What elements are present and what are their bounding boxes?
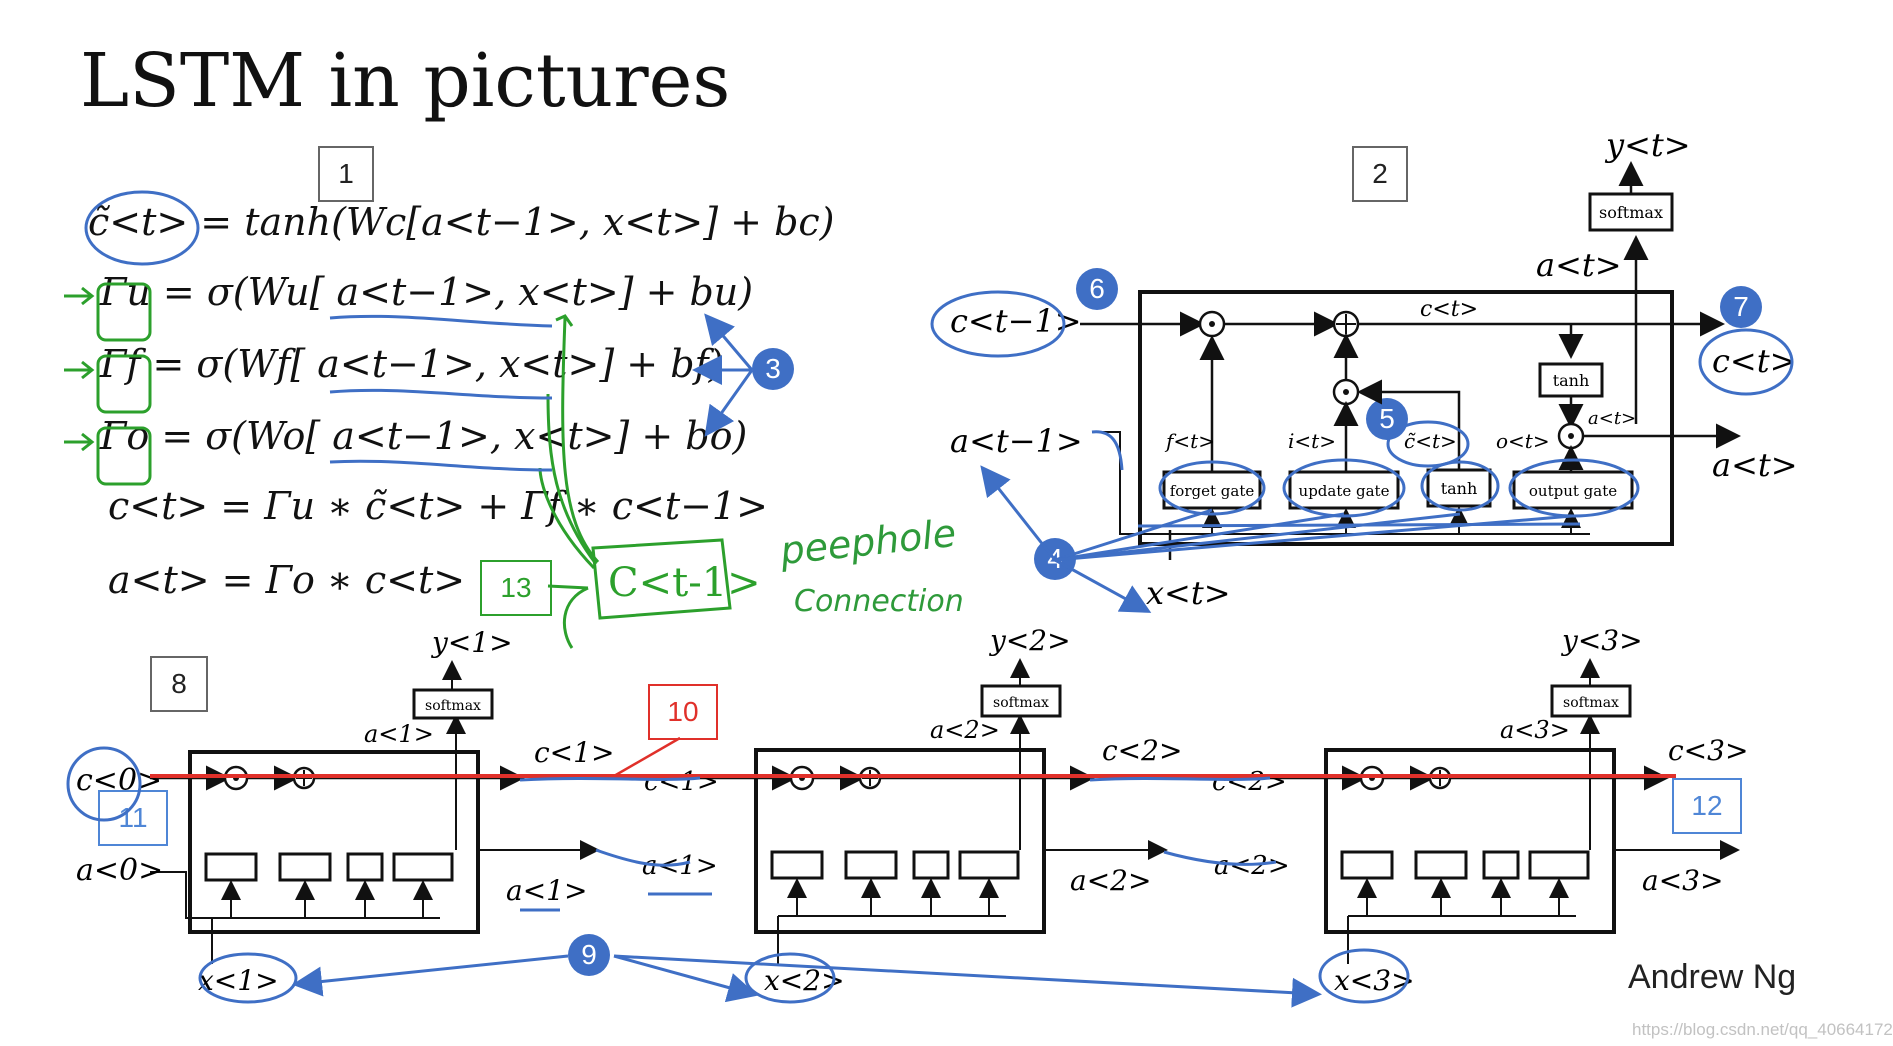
label-x-t: x<t>: [1146, 574, 1231, 612]
equation-gamma-o: Γo = σ(Wo[ a<t−1>, x<t>] + bo): [100, 414, 748, 458]
badge-3: 3: [752, 348, 794, 390]
chain-a-out-2: a<2>: [1070, 864, 1151, 897]
chain-a-out-3: a<3>: [1642, 864, 1723, 897]
gate-tanh-label: tanh: [1441, 479, 1478, 498]
gate-update-label: update gate: [1299, 482, 1390, 500]
tanh-small-label: tanh: [1553, 371, 1590, 390]
label-a-t-out: a<t>: [1712, 446, 1798, 484]
slide-title: LSTM in pictures: [80, 38, 731, 124]
watermark: https://blog.csdn.net/qq_40664172: [1632, 1020, 1893, 1039]
label-c-t-out: c<t>: [1712, 342, 1796, 380]
cell-blue-annotations: [930, 290, 1794, 613]
chain-c-out-1: c<1>: [534, 736, 614, 769]
author-credit: Andrew Ng: [1628, 958, 1797, 996]
badge-6: 6: [1076, 268, 1118, 310]
box-11: 11: [98, 790, 168, 846]
gate-output-label: output gate: [1529, 482, 1617, 500]
blue-annotations: [84, 190, 754, 472]
equation-gamma-f: Γf = σ(Wf[ a<t−1>, x<t>] + bf): [100, 342, 724, 386]
label-y-t: y<t>: [1604, 126, 1691, 164]
equation-a-output: a<t> = Γo ∗ c<t>: [108, 558, 466, 602]
chain-y-1: y<1>: [430, 626, 513, 659]
equation-ctilde: c̃<t> = tanh(Wc[a<t−1>, x<t>] + bc): [88, 200, 835, 244]
badge-5: 5: [1366, 398, 1408, 440]
chain-y-3: y<3>: [1560, 624, 1643, 657]
box-8: 8: [150, 656, 208, 712]
box-13: 13: [480, 560, 552, 616]
chain-a-in-3: a<2>: [1214, 851, 1290, 881]
connection-note: Connection: [794, 584, 964, 619]
label-ctilde-t: c̃<t>: [1404, 429, 1457, 453]
chain-y-2: y<2>: [988, 624, 1071, 657]
box-1: 1: [318, 146, 374, 202]
equation-gamma-u: Γu = σ(Wu[ a<t−1>, x<t>] + bu): [100, 270, 754, 314]
chain-c-out-3: c<3>: [1668, 734, 1748, 767]
softmax-label: softmax: [1599, 203, 1663, 222]
gate-forget-label: forget gate: [1170, 482, 1255, 500]
label-i-t: i<t>: [1288, 429, 1336, 453]
chain-softmax-2: softmax: [993, 695, 1049, 711]
label-c-t-inside: c<t>: [1420, 297, 1478, 322]
chain-blue-annotations: [66, 746, 1410, 1008]
handwritten-c-prev: C<t-1>: [608, 560, 761, 606]
chain-c-in-2: c<1>: [644, 767, 719, 797]
label-o-t: o<t>: [1496, 429, 1550, 453]
lstm-chain: softmax softmax softmax y<1> y<2> y<3> a…: [76, 624, 1748, 997]
green-annotations: [64, 282, 732, 649]
box-12: 12: [1672, 778, 1742, 834]
label-a-t-small: a<t>: [1588, 408, 1636, 429]
chain-a-top-3: a<3>: [1500, 716, 1570, 744]
lstm-cell: softmax tanh forget gate update gate tan…: [950, 126, 1798, 612]
chain-c0: c<0>: [76, 763, 162, 798]
chain-a0: a<0>: [76, 853, 163, 888]
chain-x-3: x<3>: [1334, 964, 1415, 997]
chain-a-top-2: a<2>: [930, 716, 1000, 744]
chain-c-in-3: c<2>: [1212, 767, 1287, 797]
box-2: 2: [1352, 146, 1408, 202]
label-f-t: f<t>: [1164, 429, 1215, 453]
equation-c-update: c<t> = Γu ∗ c̃<t> + Γf ∗ c<t−1>: [108, 484, 768, 528]
chain-a-out-1: a<1>: [506, 874, 587, 907]
red-pointer: [613, 736, 681, 778]
chain-c-out-2: c<2>: [1102, 734, 1182, 767]
chain-softmax-1: softmax: [425, 698, 481, 714]
label-a-prev: a<t−1>: [950, 422, 1083, 460]
chain-softmax-3: softmax: [1563, 695, 1619, 711]
badge-9: 9: [568, 934, 610, 976]
box-10: 10: [648, 684, 718, 740]
chain-x-1: x<1>: [198, 964, 279, 997]
chain-a-top-1: a<1>: [364, 720, 434, 748]
label-a-t-top: a<t>: [1536, 246, 1622, 284]
badge-7: 7: [1720, 286, 1762, 328]
